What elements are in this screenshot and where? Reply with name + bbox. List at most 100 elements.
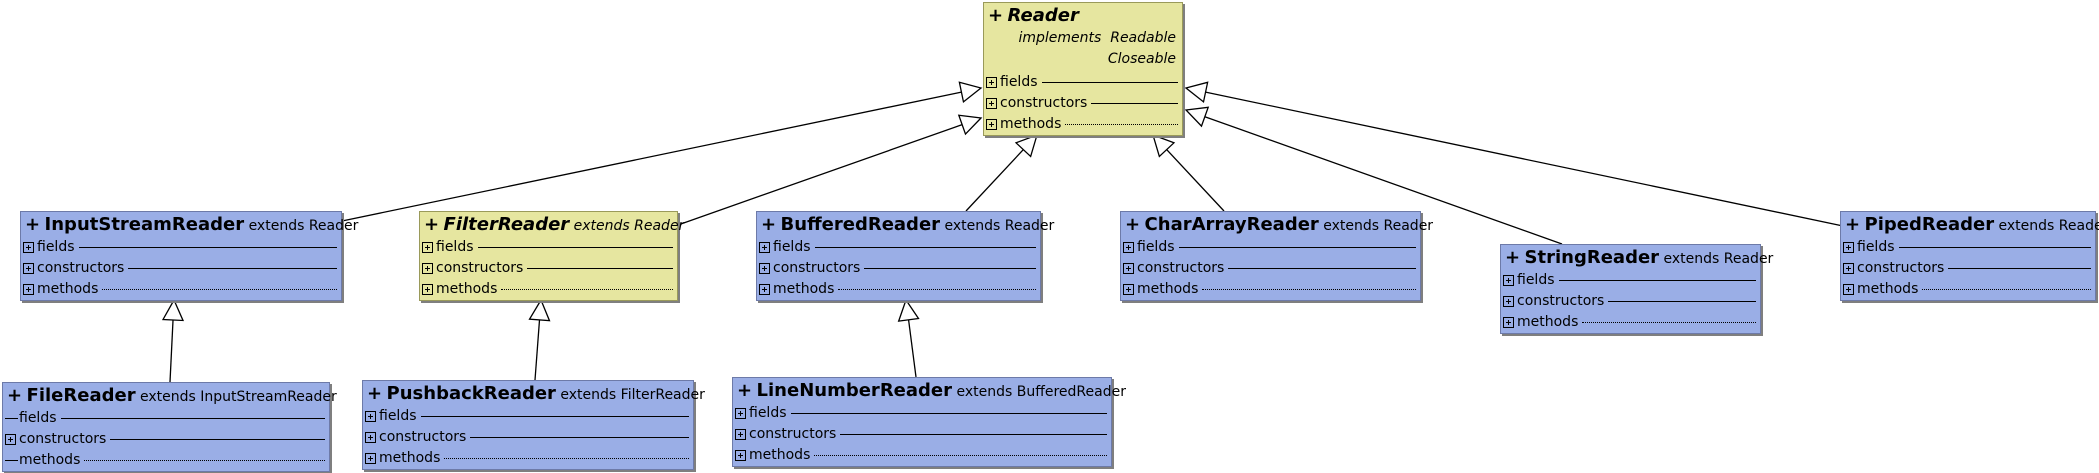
inheritance-edge-pipedreader-to-reader: [1205, 91, 1844, 227]
section-methods[interactable]: methods: [363, 448, 693, 469]
expand-toggle-icon[interactable]: [1843, 263, 1854, 274]
expand-toggle-icon[interactable]: [759, 242, 770, 253]
expand-toggle-icon[interactable]: [365, 432, 376, 443]
expand-toggle-icon[interactable]: [365, 453, 376, 464]
extends-target: Reader: [634, 218, 685, 234]
expand-toggle-icon[interactable]: [1123, 242, 1134, 253]
expand-toggle-icon[interactable]: [735, 429, 746, 440]
class-header: + PushbackReader extends FilterReader: [363, 381, 705, 406]
section-constructors[interactable]: constructors: [733, 424, 1111, 445]
section-constructors[interactable]: constructors: [420, 258, 677, 279]
section-fields[interactable]: fields: [733, 403, 1111, 424]
class-name: PipedReader: [1864, 214, 1995, 235]
expand-toggle-icon[interactable]: [759, 263, 770, 274]
visibility-marker: +: [7, 385, 23, 406]
expand-toggle-icon[interactable]: [735, 450, 746, 461]
expand-toggle-icon[interactable]: [422, 263, 433, 274]
expand-toggle-icon[interactable]: [1503, 317, 1514, 328]
inheritance-arrowhead: [1184, 106, 1210, 128]
section-constructors[interactable]: constructors: [1121, 258, 1420, 279]
section-methods[interactable]: methods: [733, 445, 1111, 466]
section-fields[interactable]: fields: [757, 237, 1040, 258]
section-fields[interactable]: fields: [21, 237, 341, 258]
expand-toggle-icon[interactable]: [1123, 284, 1134, 295]
section-methods[interactable]: methods: [21, 279, 341, 300]
extends-keyword: extends: [248, 218, 305, 234]
extends-target: Reader: [1723, 251, 1774, 267]
class-box-linenumberreader[interactable]: + LineNumberReader extends BufferedReade…: [732, 377, 1126, 467]
expand-toggle-icon[interactable]: [23, 284, 34, 295]
expand-toggle-icon[interactable]: [986, 77, 997, 88]
inheritance-edge-filterreader-to-reader: [677, 124, 963, 226]
section-constructors[interactable]: constructors: [21, 258, 341, 279]
expand-toggle-icon[interactable]: [1503, 296, 1514, 307]
section-fields[interactable]: fields: [1841, 237, 2095, 258]
section-constructors[interactable]: constructors: [1501, 291, 1760, 312]
section-methods[interactable]: methods: [3, 450, 329, 471]
expand-toggle-icon[interactable]: [1503, 275, 1514, 286]
section-divider: [1228, 268, 1416, 269]
section-methods[interactable]: methods: [984, 114, 1182, 135]
expand-toggle-icon[interactable]: [1843, 284, 1854, 295]
section-fields[interactable]: fields: [1501, 270, 1760, 291]
section-fields[interactable]: fields: [363, 406, 693, 427]
expand-toggle-icon[interactable]: [1843, 242, 1854, 253]
extends-keyword: extends: [560, 387, 617, 403]
collapse-toggle-icon[interactable]: [5, 413, 18, 424]
expand-toggle-icon[interactable]: [5, 434, 16, 445]
class-box-chararrayreader[interactable]: + CharArrayReader extends Reader fields co…: [1120, 211, 1433, 301]
section-label: constructors: [379, 429, 467, 445]
section-fields[interactable]: fields: [1121, 237, 1420, 258]
class-header: + FilterReader extends Reader: [420, 212, 684, 237]
section-constructors[interactable]: constructors: [1841, 258, 2095, 279]
section-methods[interactable]: methods: [420, 279, 677, 300]
expand-toggle-icon[interactable]: [759, 284, 770, 295]
expand-toggle-icon[interactable]: [23, 263, 34, 274]
expand-toggle-icon[interactable]: [422, 284, 433, 295]
inheritance-edge-stringreader-to-reader: [1204, 116, 1563, 245]
section-constructors[interactable]: constructors: [757, 258, 1040, 279]
expand-toggle-icon[interactable]: [23, 242, 34, 253]
section-divider: [1091, 103, 1178, 104]
section-label: methods: [773, 281, 835, 297]
section-label: fields: [1137, 239, 1175, 255]
section-constructors[interactable]: constructors: [3, 429, 329, 450]
section-constructors[interactable]: constructors: [984, 93, 1182, 114]
section-fields[interactable]: fields: [984, 72, 1182, 93]
class-header: + StringReader extends Reader: [1501, 245, 1773, 270]
expand-toggle-icon[interactable]: [986, 98, 997, 109]
visibility-marker: +: [1505, 247, 1521, 268]
section-fields[interactable]: fields: [420, 237, 677, 258]
class-header: + CharArrayReader extends Reader: [1121, 212, 1433, 237]
class-header: + PipedReader extends Reader: [1841, 212, 2099, 237]
section-methods[interactable]: methods: [1121, 279, 1420, 300]
section-divider: [790, 413, 1107, 414]
extends-target: InputStreamReader: [200, 389, 337, 405]
expand-toggle-icon[interactable]: [1123, 263, 1134, 274]
visibility-marker: +: [424, 214, 440, 235]
section-methods[interactable]: methods: [1841, 279, 2095, 300]
class-box-pipedreader[interactable]: + PipedReader extends Readerfieldsconstr…: [1840, 211, 2099, 301]
inheritance-arrowhead: [897, 298, 920, 322]
expand-toggle-icon[interactable]: [986, 119, 997, 130]
collapse-toggle-icon[interactable]: [5, 455, 18, 466]
expand-toggle-icon[interactable]: [365, 411, 376, 422]
section-methods[interactable]: methods: [1501, 312, 1760, 333]
section-fields[interactable]: fields: [3, 408, 329, 429]
extends-target: Reader: [2058, 218, 2099, 234]
extends-keyword: extends: [1998, 218, 2055, 234]
expand-toggle-icon[interactable]: [422, 242, 433, 253]
section-methods[interactable]: methods: [757, 279, 1040, 300]
section-label: methods: [37, 281, 99, 297]
inheritance-edge-chararrayreader-to-reader: [1166, 149, 1225, 212]
expand-toggle-icon[interactable]: [735, 408, 746, 419]
section-constructors[interactable]: constructors: [363, 427, 693, 448]
